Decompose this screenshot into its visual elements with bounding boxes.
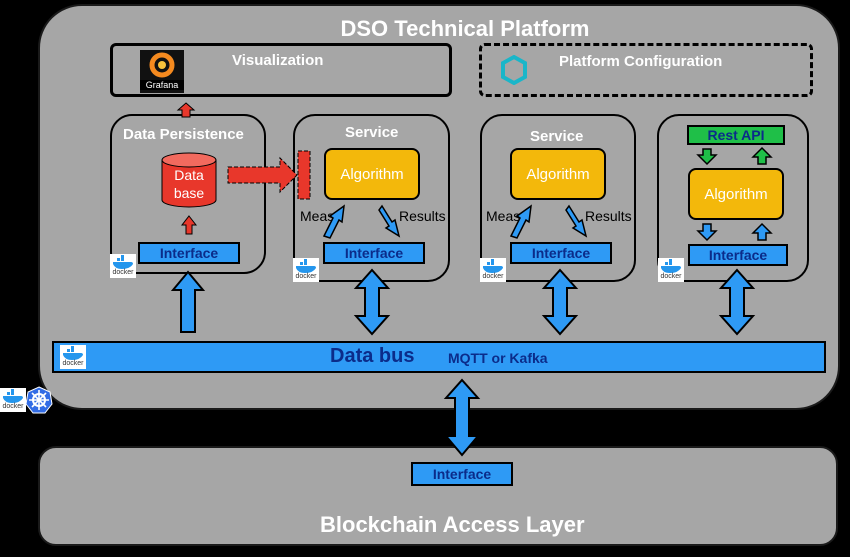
docker-label: docker (112, 269, 134, 276)
service-1-label: Service (345, 124, 399, 141)
bus-arrow-service-1 (353, 268, 391, 336)
grafana-label: Grafana (140, 80, 184, 90)
platform-configuration-label: Platform Configuration (559, 53, 723, 70)
docker-icon: docker (480, 258, 506, 282)
docker-icon: docker (60, 345, 86, 369)
bus-arrow-service-2 (541, 268, 579, 336)
blockchain-title: Blockchain Access Layer (320, 512, 585, 537)
docker-label: docker (62, 360, 84, 367)
docker-icon: docker (110, 254, 136, 278)
platform-configuration-box (479, 43, 813, 97)
rest-service-interface: Interface (688, 244, 788, 266)
service-1-algorithm: Algorithm (324, 148, 420, 200)
docker-icon: docker (658, 258, 684, 282)
rest-api-down-arrow (696, 148, 718, 166)
database-label-line2: base (173, 185, 205, 201)
docker-icon: docker (0, 388, 26, 412)
blockchain-interface: Interface (411, 462, 513, 486)
data-bus-protocol-label: MQTT or Kafka (448, 350, 548, 366)
results-arrow-service-1 (378, 204, 401, 238)
arrow-interface-to-database (180, 215, 198, 235)
kubernetes-icon (25, 386, 53, 414)
docker-label: docker (660, 273, 682, 280)
visualization-label: Visualization (232, 52, 324, 69)
rest-api-up-arrow (751, 146, 773, 165)
docker-icon: docker (293, 258, 319, 282)
service-1-interface: Interface (323, 242, 425, 264)
grafana-icon: Grafana (140, 50, 184, 93)
dashed-arrow-database-to-service (227, 150, 311, 200)
rest-algo-up-arrow (751, 222, 773, 241)
data-bus-label: Data bus (330, 345, 415, 367)
platform-title: DSO Technical Platform (340, 16, 590, 41)
service-2-interface: Interface (510, 242, 612, 264)
service-1-results-label: Results (399, 208, 446, 224)
docker-label: docker (482, 273, 504, 280)
bus-arrow-blockchain (443, 378, 481, 457)
service-1-meas-label: Meas. (300, 208, 339, 224)
meas-arrow-service-1 (322, 204, 345, 239)
service-2-algorithm: Algorithm (510, 148, 606, 200)
rest-service-algorithm: Algorithm (688, 168, 784, 220)
bus-arrow-rest-service (718, 268, 756, 336)
rest-algo-down-arrow (696, 223, 718, 242)
rest-api-box: Rest API (687, 125, 785, 145)
database-icon (160, 152, 218, 208)
results-arrow-service-2 (565, 204, 588, 238)
configuration-hexagon-icon (500, 54, 528, 86)
arrow-up-to-visualization (176, 102, 196, 118)
bus-arrow-data-persistence (170, 270, 206, 333)
data-persistence-label: Data Persistence (123, 126, 244, 143)
service-2-results-label: Results (585, 208, 632, 224)
docker-label: docker (2, 403, 24, 410)
service-2-label: Service (530, 128, 584, 145)
data-bus (52, 341, 826, 373)
data-persistence-interface: Interface (138, 242, 240, 264)
docker-label: docker (295, 273, 317, 280)
meas-arrow-service-2 (509, 204, 532, 239)
service-2-meas-label: Meas. (486, 208, 525, 224)
database-label-line1: Data (174, 167, 204, 183)
